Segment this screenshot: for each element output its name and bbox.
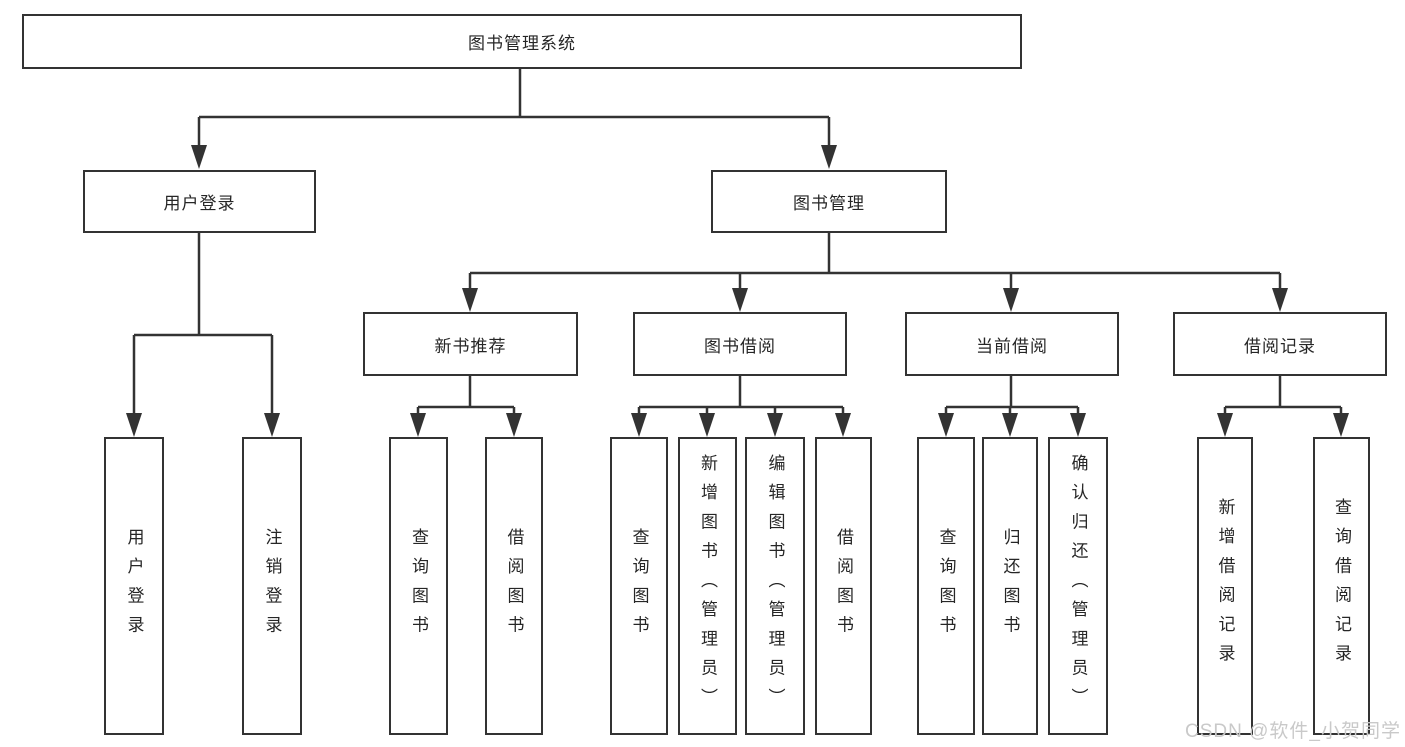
leaf-logout: 注销登录 [242, 437, 302, 735]
leaf-user-login: 用户登录 [104, 437, 164, 735]
leaf-add-book-admin-label: 新增图书（管理员） [698, 454, 717, 718]
leaf-add-book-admin: 新增图书（管理员） [678, 437, 737, 735]
node-book-borrow-label: 图书借阅 [704, 336, 776, 356]
watermark: CSDN @软件_小贺同学 [1185, 721, 1401, 742]
node-book-management: 图书管理 [711, 170, 947, 233]
leaf-query-borrow-record-label: 查询借阅记录 [1332, 498, 1351, 674]
node-borrow-records-label: 借阅记录 [1244, 336, 1316, 356]
leaf-return-book-label: 归还图书 [1000, 527, 1020, 645]
leaf-logout-label: 注销登录 [262, 527, 282, 645]
node-user-login: 用户登录 [83, 170, 316, 233]
node-new-book-recommend: 新书推荐 [363, 312, 578, 376]
leaf-add-borrow-record-label: 新增借阅记录 [1215, 498, 1235, 674]
leaf-borrow-books: 借阅图书 [815, 437, 872, 735]
leaf-query-borrow-record: 查询借阅记录 [1313, 437, 1370, 735]
node-new-book-recommend-label: 新书推荐 [434, 336, 507, 356]
leaf-query-books-current: 查询图书 [917, 437, 975, 735]
node-book-management-label: 图书管理 [793, 194, 865, 213]
leaf-return-book: 归还图书 [982, 437, 1038, 735]
node-book-borrow: 图书借阅 [633, 312, 847, 376]
leaf-edit-book-admin: 编辑图书（管理员） [745, 437, 805, 735]
leaf-query-books-recommend-label: 查询图书 [409, 527, 428, 645]
leaf-borrow-books-recommend-label: 借阅图书 [504, 527, 524, 645]
node-current-borrow-label: 当前借阅 [976, 336, 1048, 356]
leaf-confirm-return-admin: 确认归还（管理员） [1048, 437, 1108, 735]
leaf-query-books-recommend: 查询图书 [389, 437, 448, 735]
leaf-borrow-books-label: 借阅图书 [834, 527, 853, 645]
leaf-add-borrow-record: 新增借阅记录 [1197, 437, 1253, 735]
node-current-borrow: 当前借阅 [905, 312, 1119, 376]
node-library-system-label: 图书管理系统 [468, 34, 576, 53]
node-library-system: 图书管理系统 [22, 14, 1022, 69]
node-user-login-label: 用户登录 [163, 194, 236, 213]
leaf-confirm-return-admin-label: 确认归还（管理员） [1068, 454, 1088, 718]
leaf-user-login-label: 用户登录 [124, 527, 144, 645]
leaf-query-books-current-label: 查询图书 [936, 527, 956, 645]
leaf-edit-book-admin-label: 编辑图书（管理员） [765, 454, 785, 718]
leaf-borrow-books-recommend: 借阅图书 [485, 437, 543, 735]
leaf-query-books-borrow: 查询图书 [610, 437, 668, 735]
leaf-query-books-borrow-label: 查询图书 [629, 527, 649, 645]
node-borrow-records: 借阅记录 [1173, 312, 1387, 376]
